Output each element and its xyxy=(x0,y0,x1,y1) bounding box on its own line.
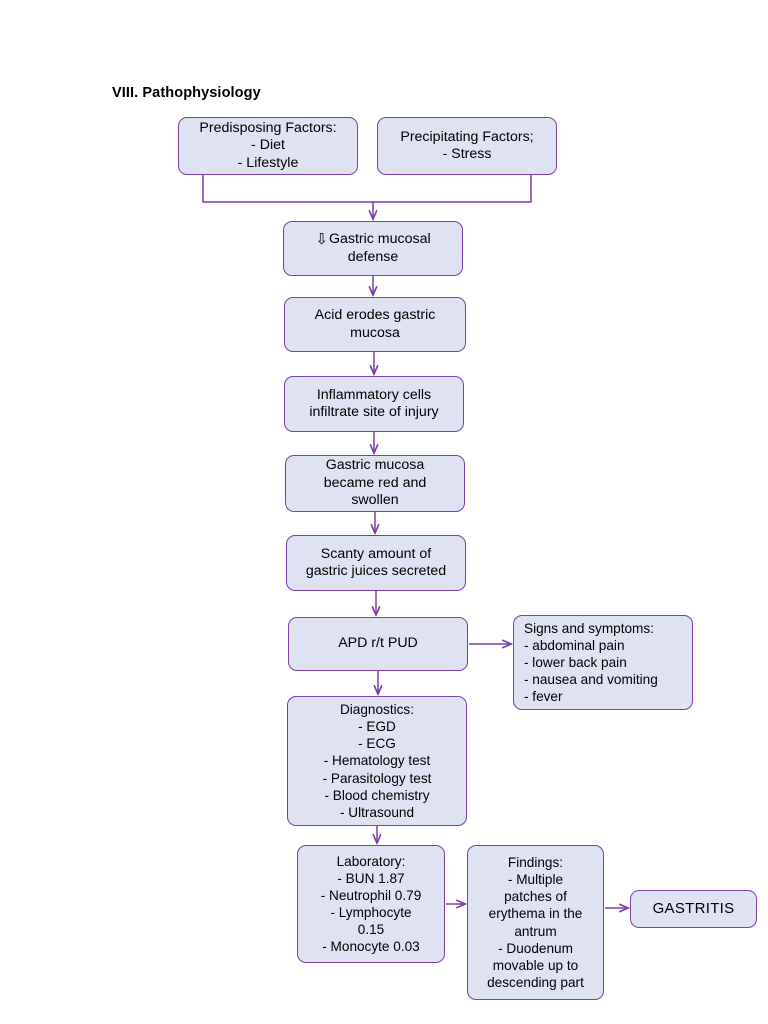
node-text-line: swollen xyxy=(351,492,399,509)
node-text-line: - Duodenum xyxy=(498,940,573,956)
node-text: APD r/t PUD xyxy=(295,635,461,652)
node-text-line: - ECG xyxy=(358,736,396,752)
node-text-line: - Hematology test xyxy=(323,753,431,769)
node-apd-rt-pud: APD r/t PUD xyxy=(288,617,468,671)
node-text-line: Inflammatory cells xyxy=(316,386,432,403)
node-text-line: - BUN 1.87 xyxy=(337,870,405,886)
node-text: GASTRITIS xyxy=(637,900,750,918)
node-text-line: - Blood chemistry xyxy=(324,787,430,803)
node-diagnostics: Diagnostics:- EGD- ECG- Hematology test-… xyxy=(287,696,467,826)
node-text: Predisposing Factors:- Diet- Lifestyle xyxy=(185,120,351,172)
node-text-line: descending part xyxy=(487,974,584,990)
node-laboratory: Laboratory:- BUN 1.87- Neutrophil 0.79 - … xyxy=(297,845,445,963)
page-title: VIII. Pathophysiology xyxy=(112,85,261,101)
node-text-line: Precipitating Factors; xyxy=(400,128,534,145)
node-text-line: Predisposing Factors: xyxy=(199,119,337,136)
node-text-line: - nausea and vomiting xyxy=(524,672,658,688)
node-text-line: - abdominal pain xyxy=(524,637,625,653)
node-precipitating-factors: Precipitating Factors;- Stress xyxy=(377,117,557,175)
node-text-line: Acid erodes gastric xyxy=(314,307,436,324)
node-text-line: - Neutrophil 0.79 xyxy=(320,887,422,903)
node-text-line: GASTRITIS xyxy=(652,899,735,917)
node-text: Diagnostics:- EGD- ECG- Hematology test-… xyxy=(294,701,460,820)
node-text: Laboratory:- BUN 1.87- Neutrophil 0.79 - … xyxy=(304,853,438,956)
node-text-line: mucosa xyxy=(350,324,400,341)
node-text-line: became red and xyxy=(323,474,427,491)
node-text-line: - Parasitology test xyxy=(322,770,432,786)
node-text-line: - Multiple xyxy=(507,872,564,888)
node-text-line: - fever xyxy=(524,689,563,705)
node-text-line: antrum xyxy=(514,923,557,939)
node-text-line: patches of xyxy=(504,889,567,905)
node-text-line: gastric juices secreted xyxy=(305,563,447,579)
node-text-line: - Ultrasound xyxy=(339,804,415,820)
node-text-line: - Monocyte 0.03 xyxy=(322,939,420,955)
node-text: Precipitating Factors;- Stress xyxy=(384,129,550,164)
node-text-line: - EGD xyxy=(358,719,396,735)
node-text-line: - Lifestyle xyxy=(237,154,299,171)
node-text-line: erythema in the xyxy=(488,906,583,922)
node-text-line: - Diet xyxy=(251,137,285,154)
node-signs-and-symptoms: Signs and symptoms:- abdominal pain- low… xyxy=(513,615,693,710)
node-text-line: Scanty amount of xyxy=(320,545,432,562)
node-text-line: Signs and symptoms: xyxy=(524,620,654,636)
node-text-line: - lower back pain xyxy=(524,654,627,670)
node-text-line: Gastric mucosa xyxy=(325,457,425,474)
node-text-line: - Stress xyxy=(442,146,492,162)
node-text-line: Diagnostics: xyxy=(339,702,415,718)
node-text-line: Findings: xyxy=(507,855,564,870)
node-text-line: ⇩Gastric mucosal xyxy=(315,230,431,249)
node-text-line: APD r/t PUD xyxy=(338,635,418,652)
node-text: Signs and symptoms:- abdominal pain- low… xyxy=(520,620,686,706)
arrow-down-icon: ⇩ xyxy=(315,230,328,249)
node-predisposing-factors: Predisposing Factors:- Diet- Lifestyle xyxy=(178,117,358,175)
node-text-line: infiltrate site of injury xyxy=(309,404,439,420)
node-text-line: Laboratory: xyxy=(336,853,406,869)
node-text-line: defense xyxy=(347,248,399,265)
node-text-line: movable up to xyxy=(492,957,579,973)
node-text-line: - Lymphocyte xyxy=(330,905,412,920)
node-gastritis: GASTRITIS xyxy=(630,890,757,928)
node-text-line: 0.15 xyxy=(357,922,385,938)
